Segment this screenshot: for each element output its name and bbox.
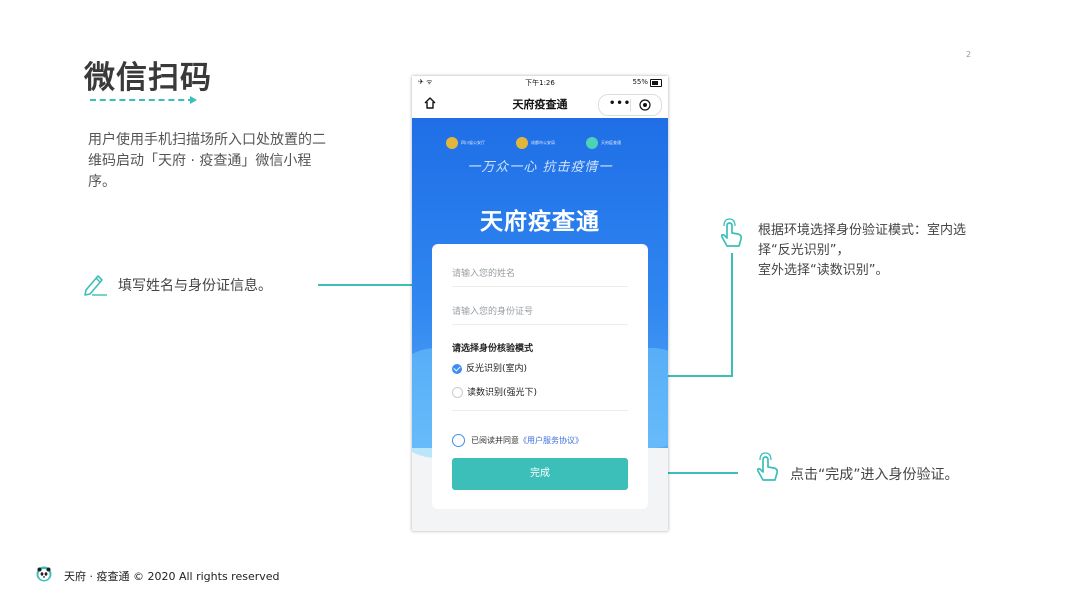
tap-hand-icon [720, 218, 743, 247]
panda-logo-icon [36, 566, 52, 582]
capsule-divider [630, 99, 631, 111]
app-badge: 天府疫查通 [586, 132, 621, 149]
id-number-input[interactable]: 请输入您的身份证号 [452, 307, 534, 317]
slide-title: 微信扫码 [84, 60, 212, 96]
form-card: 请输入您的姓名 请输入您的身份证号 请选择身份核验模式 反光识别(室内) 读数识… [432, 244, 648, 509]
connector-line-name-field [318, 284, 448, 286]
page-number: 2 [966, 50, 972, 59]
status-time: 下午1:26 [525, 79, 555, 87]
radio-checked-icon [452, 363, 462, 374]
connector-line-done [626, 472, 738, 474]
battery-percent: 55% [632, 78, 648, 86]
radio-label: 读数识别(强光下) [467, 388, 538, 398]
police-emblem-icon [446, 136, 458, 149]
phone-screenshot: ✈ ᯤ 下午1:26 55% 天府疫查通 ••• 四川省公安厅 成都市公安局 天… [412, 76, 668, 531]
nav-bar: 天府疫查通 ••• [412, 90, 668, 118]
title-underline [90, 99, 194, 101]
connector-line-mode-vertical [731, 253, 733, 376]
mode-select-annotation-line-2: 室外选择“读数识别”。 [758, 263, 889, 278]
status-bar: ✈ ᯤ 下午1:26 55% [412, 76, 668, 90]
input-underline [452, 286, 628, 287]
radio-reading-strong-light[interactable]: 读数识别(强光下) [452, 385, 537, 398]
radio-unchecked-icon [452, 387, 463, 398]
police-badge: 成都市公安局 [516, 132, 555, 149]
agreement-checkbox[interactable]: 已阅读并同意《用户服务协议》 [452, 434, 583, 447]
done-annotation: 点击“完成”进入身份验证。 [790, 467, 959, 483]
more-menu-icon[interactable]: ••• [609, 98, 632, 109]
checkbox-circle-icon[interactable] [452, 434, 465, 447]
panda-logo-icon [586, 136, 598, 149]
user-agreement-link[interactable]: 《用户服务协议》 [519, 436, 583, 445]
mode-title: 请选择身份核验模式 [452, 344, 534, 354]
section-divider [452, 410, 628, 411]
footer-copyright: 天府 · 疫查通 © 2020 All rights reserved [64, 570, 280, 583]
police-badge: 四川省公安厅 [446, 132, 485, 149]
title-underline-arrow [190, 96, 197, 104]
fill-info-annotation: 填写姓名与身份证信息。 [118, 278, 272, 294]
nav-title: 天府疫查通 [512, 98, 568, 111]
pencil-icon [84, 275, 107, 296]
slogan: 一万众一心 抗击疫情一 [467, 160, 613, 175]
radio-label: 反光识别(室内) [466, 364, 528, 374]
hero-title: 天府疫查通 [480, 209, 600, 235]
radio-reflective-indoor[interactable]: 反光识别(室内) [452, 361, 527, 374]
intro-text: 用户使用手机扫描场所入口处放置的二维码启动「天府 · 疫查通」微信小程序。 [88, 132, 326, 190]
tap-hand-icon [756, 452, 779, 481]
mode-select-annotation: 根据环境选择身份验证模式：室内选择“反光识别”， 室外选择“读数识别”。 [758, 221, 978, 281]
home-icon[interactable] [423, 96, 437, 110]
name-input[interactable]: 请输入您的姓名 [452, 269, 516, 279]
agreement-text: 已阅读并同意 [471, 436, 519, 445]
battery-icon [650, 79, 662, 87]
done-button[interactable]: 完成 [452, 458, 628, 490]
mode-select-annotation-line-1: 根据环境选择身份验证模式：室内选择“反光识别”， [758, 223, 967, 258]
signal-icon: ✈ ᯤ [418, 78, 433, 86]
police-emblem-icon [516, 136, 528, 149]
mini-program-capsule: ••• [598, 94, 662, 116]
close-mini-program-icon[interactable] [639, 99, 651, 111]
input-underline [452, 324, 628, 325]
